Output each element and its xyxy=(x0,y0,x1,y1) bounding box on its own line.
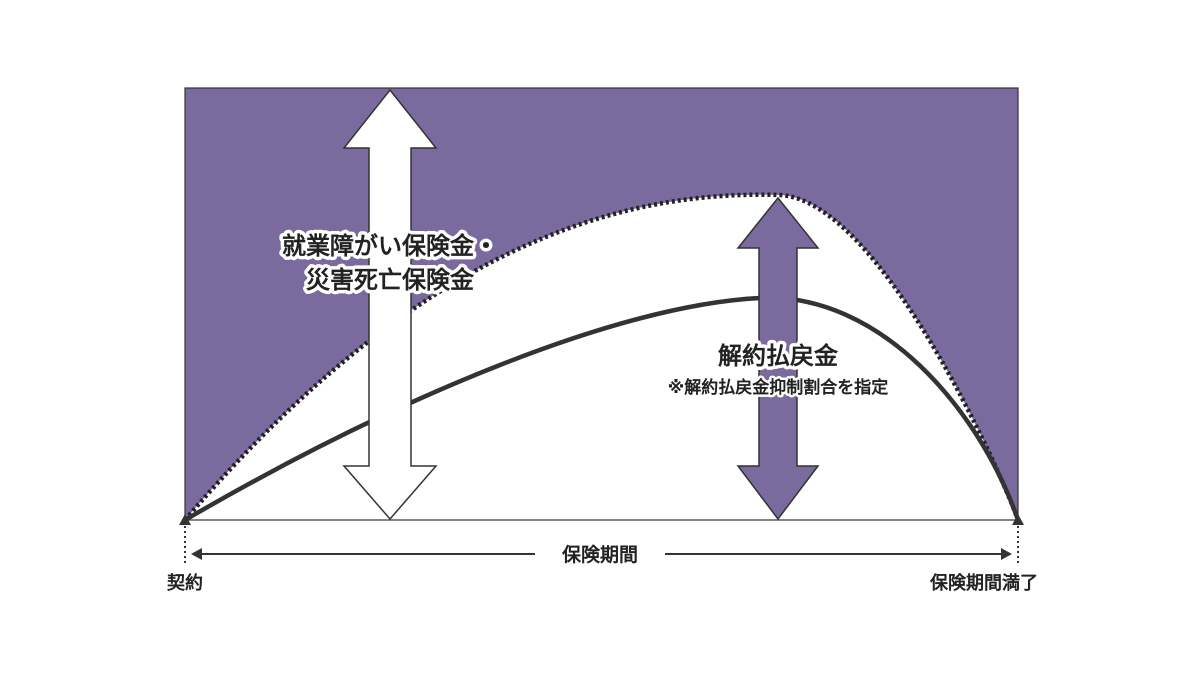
end-tick-arrow xyxy=(1012,514,1024,525)
benefit-label-line1: 就業障がい保険金・ xyxy=(282,232,498,260)
surrender-label: 解約払戻金 xyxy=(718,342,839,370)
surrender-double-arrow xyxy=(736,196,820,521)
benefit-curve xyxy=(183,192,1021,522)
benefit-label-line2: 災害死亡保険金 xyxy=(306,266,475,294)
period-arrow-left xyxy=(191,548,202,560)
chart-frame xyxy=(184,87,1019,521)
start-tick-arrow xyxy=(179,514,191,525)
surrender-curve xyxy=(183,295,1021,522)
period-label: 保険期間 xyxy=(561,543,638,566)
period-arrow-right xyxy=(1001,548,1012,560)
benefit-double-arrow xyxy=(342,88,438,521)
surrender-note: ※解約払戻金抑制割合を指定 xyxy=(668,377,889,398)
end-label: 保険期間満了 xyxy=(929,572,1038,594)
start-label: 契約 xyxy=(166,572,203,594)
